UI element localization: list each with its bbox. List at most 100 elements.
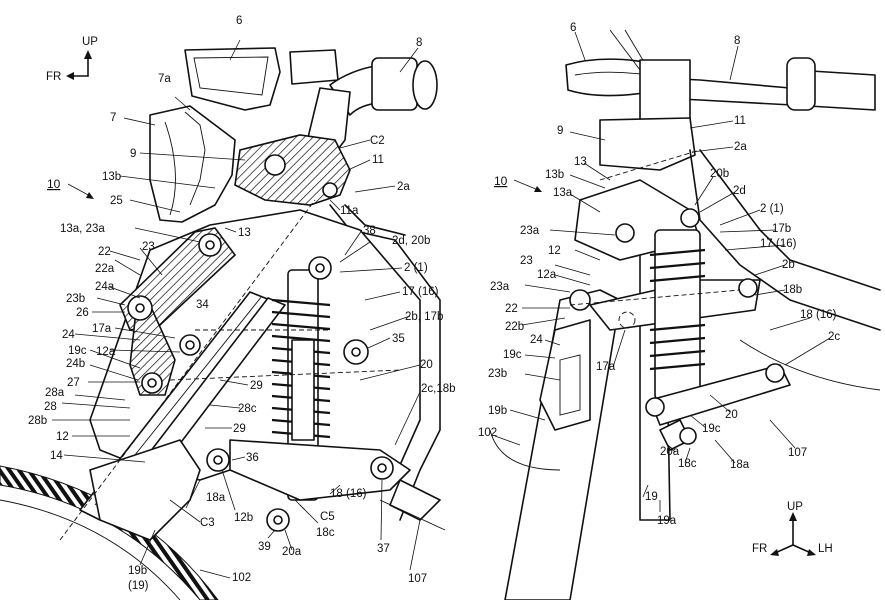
right-label-23: 23	[520, 255, 533, 267]
right-label-8: 8	[734, 35, 740, 47]
left-label-24: 24	[62, 329, 75, 341]
left-label-39: 39	[258, 541, 271, 553]
right-handlebar	[659, 69, 876, 111]
left-label-11: 11	[372, 154, 384, 166]
left-label-18c: 18c	[316, 527, 335, 539]
left-label-18a: 18a	[206, 492, 226, 504]
left-label-2-1: 2 (1)	[404, 262, 428, 274]
right-lower-arm	[649, 364, 791, 426]
left-ref-number: 10	[47, 177, 61, 191]
right-label-6: 6	[570, 22, 576, 34]
left-figure: UP FR	[0, 15, 456, 600]
left-label-14: 14	[50, 450, 63, 462]
right-label-18a: 18a	[730, 459, 750, 471]
left-label-35: 35	[392, 333, 405, 345]
right-label-19b: 19b	[488, 405, 507, 417]
shock-absorber	[271, 269, 331, 501]
right-label-23a-b: 23a	[490, 281, 510, 293]
right-label-107: 107	[788, 447, 807, 459]
right-label-17b: 17b	[772, 223, 791, 235]
left-label-C3: C3	[200, 517, 215, 529]
left-label-20: 20	[420, 359, 433, 371]
right-ref-number: 10	[494, 174, 508, 188]
right-direction-lh-label: LH	[818, 543, 833, 555]
left-label-20a: 20a	[282, 546, 302, 558]
left-label-22a: 22a	[95, 263, 115, 275]
left-label-24b: 24b	[66, 358, 85, 370]
front-fender	[389, 479, 441, 521]
left-label-C5: C5	[320, 511, 335, 523]
left-label-24a: 24a	[95, 281, 115, 293]
right-direction-up-label: UP	[787, 501, 803, 513]
right-figure: UP FR LH	[478, 22, 881, 600]
left-label-28b: 28b	[28, 415, 47, 427]
left-label-34: 34	[196, 299, 209, 311]
left-label-25: 25	[110, 195, 123, 207]
left-label-7a: 7a	[158, 73, 171, 85]
right-label-13b: 13b	[545, 169, 564, 181]
right-label-18b: 18b	[783, 284, 802, 296]
left-label-2d-20b: 2d, 20b	[392, 235, 430, 247]
right-label-102: 102	[478, 427, 497, 439]
right-label-20: 20	[725, 409, 738, 421]
right-label-22: 22	[505, 303, 518, 315]
direction-fr-label: FR	[46, 71, 61, 83]
right-label-19a: 19a	[657, 515, 677, 527]
left-label-19b: 19b	[128, 565, 147, 577]
left-label-12b: 12b	[234, 512, 253, 524]
left-label-11a: 11a	[340, 205, 359, 217]
right-label-17a: 17a	[596, 361, 616, 373]
left-label-38: 38	[363, 225, 376, 237]
left-label-2b-17b: 2b, 17b	[405, 311, 443, 323]
left-label-107: 107	[408, 573, 427, 585]
left-label-27: 27	[67, 377, 80, 389]
right-label-19c-b: 19c	[702, 423, 721, 435]
left-label-29a: 29	[250, 380, 263, 392]
right-label-24: 24	[530, 334, 543, 346]
left-label-7: 7	[110, 112, 116, 124]
left-label-19c: 19c	[68, 345, 87, 357]
right-label-13a: 13a	[553, 187, 573, 199]
left-label-22: 22	[98, 246, 111, 258]
left-label-12: 12	[56, 431, 69, 443]
left-label-26: 26	[76, 307, 89, 319]
direction-indicator-left: UP FR	[46, 36, 98, 83]
right-label-2-1: 2 (1)	[760, 203, 784, 215]
right-meter	[565, 58, 651, 97]
upper-bracket-section	[234, 134, 351, 206]
left-label-2a: 2a	[397, 181, 410, 193]
left-label-13a-23a: 13a, 23a	[60, 223, 105, 235]
left-label-36: 36	[246, 452, 259, 464]
right-label-23b: 23b	[488, 368, 507, 380]
left-label-18-16: 18 (16)	[330, 488, 367, 500]
handlebar	[289, 49, 438, 116]
left-label-6: 6	[236, 15, 242, 27]
left-label-8: 8	[416, 37, 422, 49]
fork-bottom	[89, 439, 201, 541]
left-label-102: 102	[232, 572, 251, 584]
right-label-22b: 22b	[505, 321, 524, 333]
left-label-37: 37	[377, 543, 390, 555]
left-label-12a: 12a	[96, 346, 116, 358]
right-bracket-9	[599, 117, 696, 171]
right-direction-fr-label: FR	[752, 543, 767, 555]
left-label-C2: C2	[370, 135, 385, 147]
right-label-23a: 23a	[520, 225, 540, 237]
right-label-17-16: 17 (16)	[760, 238, 797, 250]
right-label-19c: 19c	[503, 349, 522, 361]
headlight-housing	[149, 105, 236, 223]
right-label-20b: 20b	[710, 168, 729, 180]
right-label-11: 11	[734, 115, 746, 127]
left-label-19: (19)	[128, 580, 149, 592]
left-label-13: 13	[238, 227, 251, 239]
lower-arm	[229, 439, 411, 501]
left-label-23: 23	[142, 241, 155, 253]
left-label-2c-18b: 2c,18b	[421, 383, 456, 395]
leader-lines-left	[52, 39, 421, 579]
right-label-12a: 12a	[537, 269, 557, 281]
right-label-2d: 2d	[733, 185, 746, 197]
leader-lines-right	[494, 31, 831, 512]
left-label-28c: 28c	[238, 403, 257, 415]
right-label-2a: 2a	[734, 141, 747, 153]
right-label-20a: 20a	[660, 446, 680, 458]
